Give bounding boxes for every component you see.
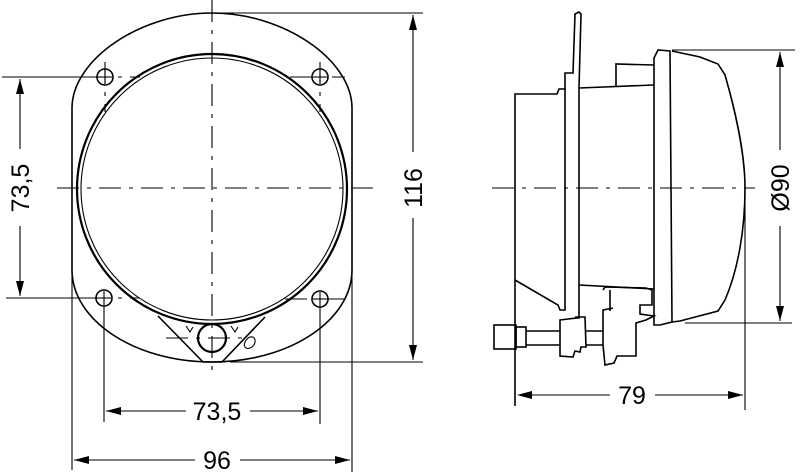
label-116: 116 — [400, 168, 428, 208]
dimension-diameter-90: Ø90 — [672, 49, 795, 324]
dimension-depth-79: 79 — [517, 190, 746, 410]
rear-housing — [514, 88, 566, 406]
dimension-vertical-73-5: 73,5 — [2, 76, 97, 299]
dimension-height-116: 116 — [212, 12, 428, 363]
dimension-horizontal-73-5: 73,5 — [103, 306, 321, 426]
lens-rim — [653, 49, 673, 326]
mounting-hole-top-left — [88, 62, 140, 112]
label-diameter-90: Ø90 — [767, 164, 795, 211]
adjuster-bracket — [157, 315, 266, 363]
bracket-notch-right — [230, 325, 239, 334]
adjuster-mechanism — [493, 286, 657, 366]
label-vertical-73-5: 73,5 — [7, 164, 35, 213]
top-boss — [615, 63, 655, 87]
mounting-hole-bottom-right — [285, 290, 345, 308]
front-view: 116 73,5 73,5 — [2, 0, 428, 475]
mounting-plate — [564, 11, 582, 319]
middle-body — [578, 84, 655, 290]
lens-dome — [671, 50, 746, 323]
label-horizontal-73-5: 73,5 — [193, 398, 242, 426]
bracket-notch-left — [185, 325, 194, 334]
label-96: 96 — [203, 447, 231, 475]
side-view: Ø90 79 — [492, 11, 795, 410]
adjuster-tab — [243, 336, 256, 349]
dimension-width-96: 96 — [71, 270, 353, 475]
label-79: 79 — [618, 382, 646, 410]
mounting-hole-top-right — [290, 62, 345, 112]
